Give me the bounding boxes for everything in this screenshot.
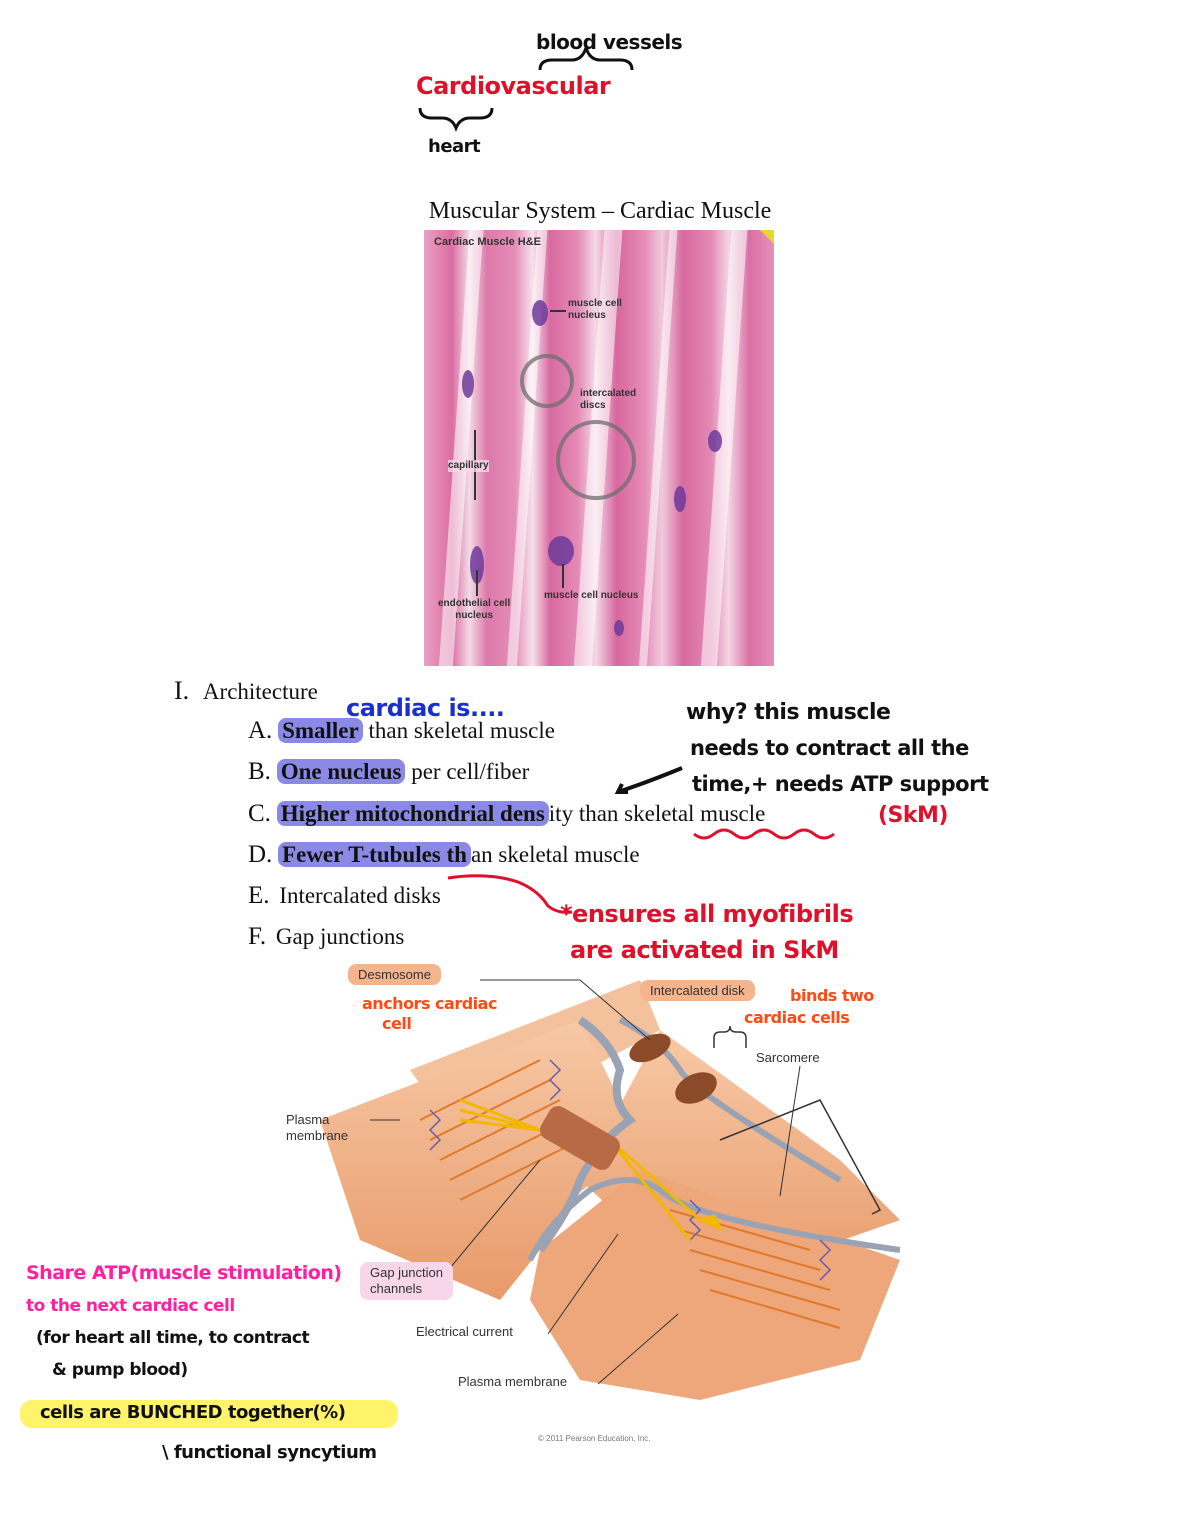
label-electrical-current: Electrical current [416, 1324, 513, 1339]
outline-item-a: A. Smaller than skeletal muscle [248, 717, 555, 745]
handwritten-why-line1: why? this muscle [686, 700, 891, 725]
item-text: an skeletal muscle [470, 842, 640, 867]
handwritten-skm: (SkM) [878, 803, 948, 828]
section-title: Architecture [202, 679, 318, 704]
handwritten-why-line2: needs to contract all the [690, 736, 969, 760]
item-highlight: Fewer T-tubules th [278, 842, 471, 867]
label-muscle-cell-nucleus-bottom: muscle cell nucleus [544, 590, 639, 601]
label-intercalated-disk: Intercalated disk [640, 980, 755, 1001]
handwritten-share-line2: to the next cardiac cell [26, 1296, 235, 1316]
copyright-credit: © 2011 Pearson Education, Inc. [538, 1434, 651, 1443]
nucleus-top [532, 300, 548, 326]
item-highlight: One nucleus [276, 759, 406, 784]
handwritten-ensures-line2: are activated in SkM [570, 936, 839, 964]
page-title: Muscular System – Cardiac Muscle [428, 198, 772, 224]
section-heading: I. Architecture [174, 676, 318, 706]
handwritten-arrow [614, 766, 683, 794]
section-numeral: I. [174, 676, 190, 705]
label-plasma-membrane-left: Plasma membrane [286, 1112, 349, 1143]
item-text: Intercalated disks [279, 883, 441, 908]
item-letter: A. [248, 717, 273, 744]
item-highlight: Smaller [278, 718, 363, 743]
item-letter: E. [248, 882, 270, 909]
label-muscle-cell-nucleus-top: muscle cell nucleus [568, 298, 622, 321]
intercalated-disc-ring-1 [520, 354, 574, 408]
handwritten-blood-vessels: blood vessels [536, 30, 683, 54]
label-endothelial-nucleus: endothelial cell nucleus [438, 598, 511, 621]
intercalated-disk-diagram: Desmosome Intercalated disk Sarcomere Pl… [280, 960, 920, 1443]
handwritten-why-line3: time,+ needs ATP support [692, 772, 989, 796]
item-letter: D. [248, 841, 273, 868]
item-letter: F. [248, 923, 267, 950]
handwritten-binds-line2: cardiac cells [744, 1008, 850, 1027]
label-intercalated-discs: intercalated discs [580, 388, 637, 411]
nucleus-bottom [548, 536, 574, 566]
label-gap-junction-channels: Gap junction channels [360, 1262, 453, 1300]
item-text: Gap junctions [275, 924, 405, 949]
nucleus-left [462, 370, 474, 398]
nucleus-right-3 [614, 620, 624, 636]
item-letter: C. [248, 800, 271, 827]
handwritten-anchors-line2: cell [382, 1014, 412, 1033]
corner-marker [760, 230, 774, 244]
micrograph-caption: Cardiac Muscle H&E [434, 236, 541, 248]
handwritten-braces [418, 43, 634, 133]
item-letter: B. [248, 758, 271, 785]
nucleus-right-2 [674, 486, 686, 512]
handwritten-heart: heart [428, 136, 481, 157]
intercalated-disc-ring-2 [556, 420, 636, 500]
handwritten-syncytium: \ functional syncytium [162, 1442, 377, 1463]
nucleus-right-1 [708, 430, 722, 452]
handwritten-cells-bunched: cells are BUNCHED together(%) [40, 1402, 346, 1423]
handwritten-share-line1: Share ATP(muscle stimulation) [26, 1262, 342, 1284]
red-connector-line [447, 874, 573, 914]
outline-item-f: F. Gap junctions [248, 923, 404, 951]
outline-item-b: B. One nucleus per cell/fiber [248, 758, 529, 786]
item-text: than skeletal muscle [362, 718, 555, 743]
handwritten-ensures-line1: *ensures all myofibrils [560, 900, 854, 928]
diagram-artwork [320, 979, 901, 1400]
nucleus-endothelial [470, 546, 484, 584]
label-capillary: capillary [448, 460, 489, 472]
handwritten-heart-line1: (for heart all time, to contract [36, 1328, 310, 1348]
cardiac-muscle-micrograph: Cardiac Muscle H&E muscle cell nucleus i… [424, 230, 774, 666]
label-sarcomere: Sarcomere [756, 1050, 820, 1065]
label-desmosome: Desmosome [348, 964, 441, 985]
item-text: per cell/fiber [405, 759, 530, 784]
item-highlight: Higher mitochondrial dens [276, 801, 549, 826]
handwritten-anchors-line1: anchors cardiac [362, 994, 497, 1013]
label-plasma-membrane-bottom: Plasma membrane [458, 1374, 568, 1389]
handwritten-heart-line2: & pump blood) [52, 1360, 188, 1380]
outline-item-e: E. Intercalated disks [248, 882, 441, 910]
red-underline-squiggle [693, 828, 835, 840]
item-text: ity than skeletal muscle [548, 801, 766, 826]
handwritten-binds-line1: binds two [790, 986, 874, 1005]
handwritten-cardiovascular: Cardiovascular [416, 72, 611, 100]
handwritten-cardiac-is: cardiac is.... [346, 694, 505, 722]
yellow-highlight [20, 1400, 398, 1428]
